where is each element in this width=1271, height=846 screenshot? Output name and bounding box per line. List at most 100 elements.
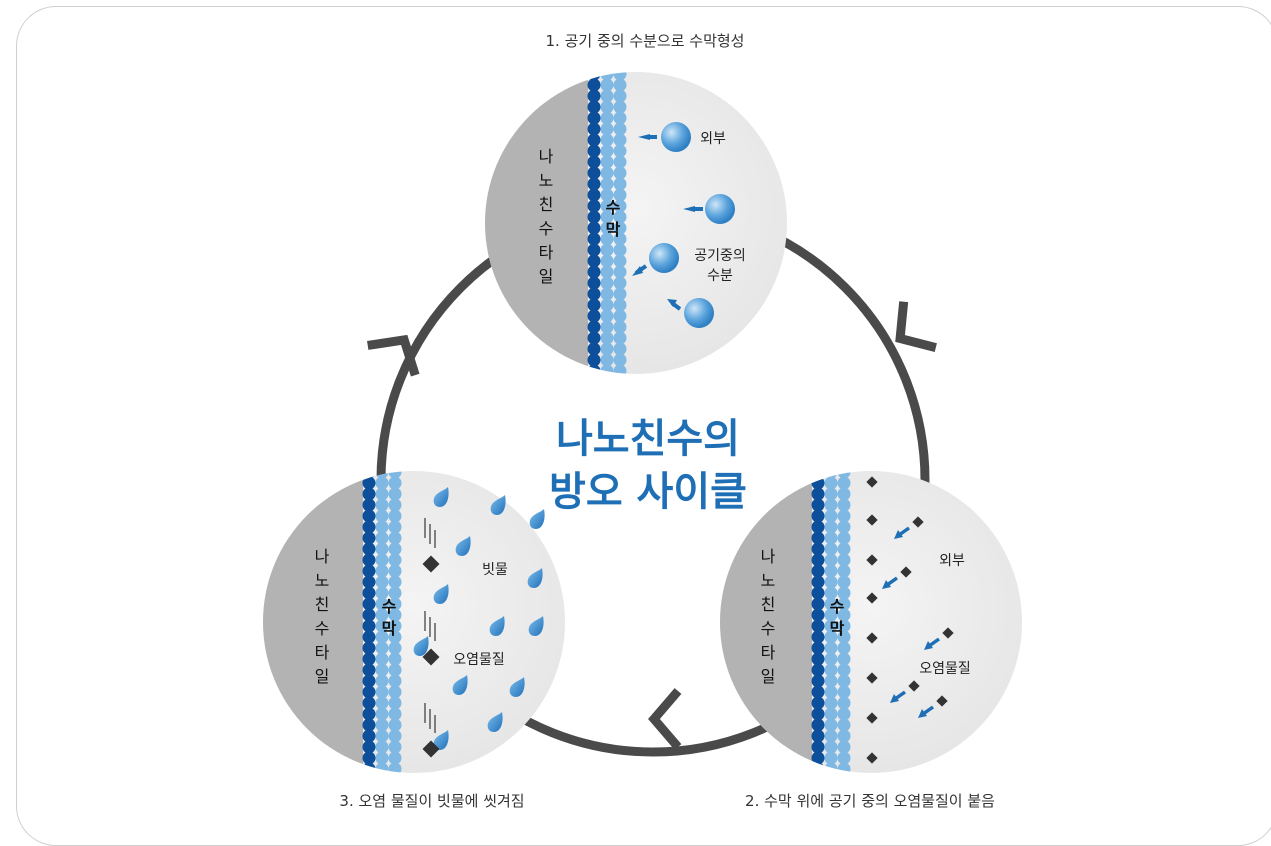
- film-molecule: [811, 471, 825, 479]
- film-molecule: [811, 531, 825, 545]
- pollutant-label: 오염물질: [919, 661, 971, 677]
- film-molecule: [837, 520, 851, 534]
- film-molecule: [811, 575, 825, 589]
- raindrop-icon: [452, 675, 468, 695]
- film-molecule: [375, 542, 389, 556]
- film-label-char: 수: [830, 597, 845, 616]
- film-molecule: [824, 762, 838, 773]
- water-drop-icon: [683, 194, 735, 224]
- film-molecule: [824, 652, 838, 666]
- film-molecule: [362, 630, 376, 644]
- film-molecule: [824, 542, 838, 556]
- film-molecule: [362, 652, 376, 666]
- film-molecule: [362, 509, 376, 523]
- film-molecule: [613, 287, 627, 301]
- film-molecule: [811, 553, 825, 567]
- outside-label: 외부: [939, 553, 965, 569]
- film-molecule: [613, 100, 627, 114]
- film-molecule: [600, 133, 614, 147]
- tile-label-char: 노: [539, 171, 554, 190]
- tile-region: [263, 471, 363, 773]
- water-drop-icon: [667, 298, 714, 328]
- film-molecule: [362, 531, 376, 545]
- film-molecule: [613, 210, 627, 224]
- raindrop-icon: [487, 712, 503, 732]
- raindrop-icon: [528, 616, 544, 636]
- film-molecule: [824, 707, 838, 721]
- film-molecule: [587, 89, 601, 103]
- film-molecule: [811, 498, 825, 512]
- film-molecule: [824, 531, 838, 545]
- film-molecule: [375, 586, 389, 600]
- pollutant-diamond-icon: [866, 712, 878, 724]
- film-molecule: [362, 685, 376, 699]
- film-molecule: [375, 685, 389, 699]
- film-molecule: [613, 298, 627, 312]
- arrow-icon: [894, 530, 903, 539]
- film-molecule: [600, 232, 614, 246]
- film-molecule: [837, 685, 851, 699]
- pollutant-diamond-icon: [866, 476, 878, 488]
- film-molecule: [613, 78, 627, 92]
- film-molecule: [824, 509, 838, 523]
- pollutant-diamond-icon: [422, 740, 440, 758]
- film-molecule: [375, 619, 389, 633]
- film-molecule: [375, 575, 389, 589]
- water-drop-icon: [638, 122, 691, 152]
- film-molecule: [375, 564, 389, 578]
- film-molecule: [600, 364, 614, 374]
- falling-pollutants: [422, 518, 440, 758]
- tile-label-char: 노: [761, 571, 776, 590]
- film-molecule: [587, 188, 601, 202]
- cycle-diagram: 1. 공기 중의 수분으로 수막형성 2. 수막 위에 공기 중의 오염물질이 …: [263, 32, 1022, 810]
- film-molecule: [375, 696, 389, 710]
- film-molecule: [587, 254, 601, 268]
- film-molecule: [362, 740, 376, 754]
- film-molecule: [837, 553, 851, 567]
- film-molecule: [613, 89, 627, 103]
- film-molecule: [388, 652, 402, 666]
- film-molecule: [837, 586, 851, 600]
- film-molecule: [375, 630, 389, 644]
- pollutant-diamond-icon: [866, 514, 878, 526]
- film-molecule: [837, 487, 851, 501]
- film-molecule: [824, 575, 838, 589]
- film-molecule: [362, 597, 376, 611]
- film-label: 수막: [382, 597, 397, 638]
- cycle-arrow-right-icon: [895, 301, 937, 352]
- film-molecule: [824, 674, 838, 688]
- film-molecule: [375, 520, 389, 534]
- film-molecule: [824, 476, 838, 490]
- film-molecule: [388, 718, 402, 732]
- film-molecule: [388, 531, 402, 545]
- step1-label: 1. 공기 중의 수분으로 수막형성: [546, 32, 745, 50]
- film-molecule: [824, 520, 838, 534]
- pollutant-arrows: [882, 516, 954, 718]
- film-molecule: [837, 718, 851, 732]
- film-molecule: [587, 276, 601, 290]
- film-molecule: [837, 575, 851, 589]
- film-molecule: [824, 586, 838, 600]
- film-molecule: [375, 608, 389, 622]
- film-molecule: [362, 586, 376, 600]
- film-molecule: [811, 674, 825, 688]
- film-molecule: [824, 630, 838, 644]
- tile-region: [485, 72, 588, 374]
- film-molecule: [837, 696, 851, 710]
- raindrop-icon: [489, 616, 505, 636]
- pollutant-diamond-icon: [900, 566, 912, 578]
- film-molecule: [613, 254, 627, 268]
- film-molecule: [837, 751, 851, 765]
- rain-label: 빗물: [482, 562, 508, 578]
- raindrop-icon: [433, 584, 449, 604]
- film-molecule: [587, 100, 601, 114]
- film-molecule: [824, 740, 838, 754]
- step3-label: 3. 오염 물질이 빗물에 씻겨짐: [339, 792, 524, 810]
- film-molecule: [587, 133, 601, 147]
- film-molecule: [837, 630, 851, 644]
- film-molecule: [600, 188, 614, 202]
- arrow-icon: [882, 580, 891, 589]
